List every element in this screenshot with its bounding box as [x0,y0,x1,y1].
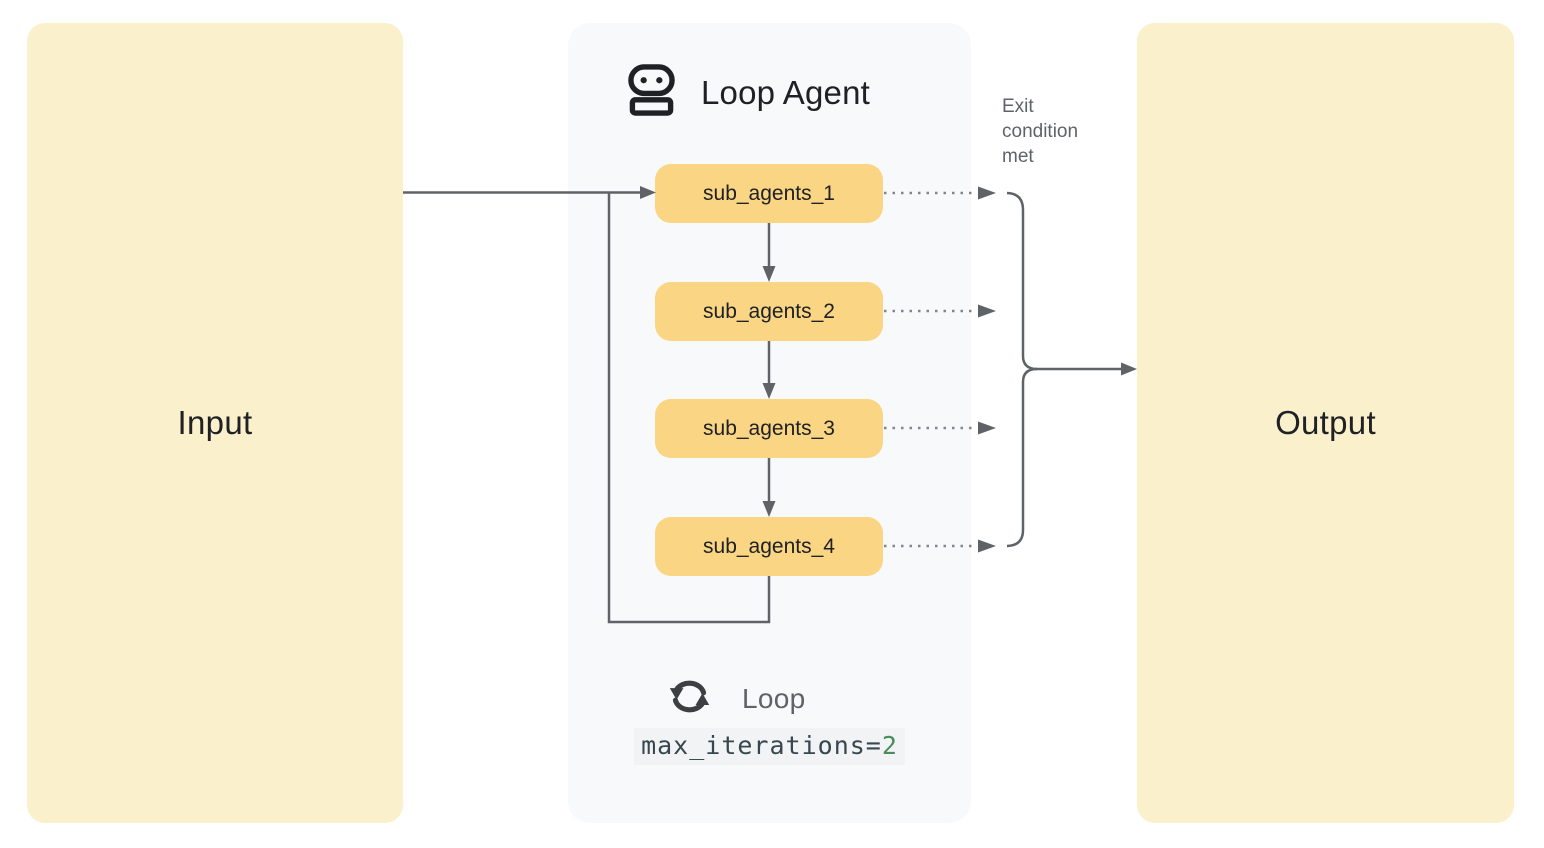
exit-condition-label: Exit condition met [1002,96,1079,168]
loop-agent-header: Loop Agent [628,64,870,121]
input-node: Input [27,23,403,823]
sub-agent-2-label: sub_agents_2 [703,299,835,323]
merge-brace-bottom [1006,367,1038,548]
loop-agent-title: Loop Agent [701,73,870,111]
sub-agent-3-node: sub_agents_3 [655,399,883,458]
output-arrowhead [1121,362,1137,376]
max-iterations-value: 2 [881,731,898,760]
max-iterations-key: max_iterations= [641,731,882,760]
loop-indicator: Loop [667,674,806,724]
exit-arrowhead-1 [978,186,996,200]
output-node: Output [1137,23,1514,823]
max-iterations-code: max_iterations=2 [634,728,905,765]
code-line: max_iterations=2 [568,728,971,765]
sub-agent-2-node: sub_agents_2 [655,282,883,341]
sub-agent-3-label: sub_agents_3 [703,416,835,440]
sub-agent-1-label: sub_agents_1 [703,181,835,205]
output-label: Output [1275,404,1376,441]
exit-arrowhead-4 [978,539,996,553]
merge-brace-top [1006,191,1038,371]
exit-arrowhead-2 [978,304,996,318]
input-label: Input [177,404,253,441]
sub-agent-4-node: sub_agents_4 [655,517,883,576]
sub-agent-1-node: sub_agents_1 [655,164,883,223]
exit-arrowhead-3 [978,421,996,435]
robot-icon [628,64,675,121]
sub-agent-4-label: sub_agents_4 [703,534,835,558]
loop-label: Loop [742,683,806,714]
loop-refresh-icon [667,674,712,724]
